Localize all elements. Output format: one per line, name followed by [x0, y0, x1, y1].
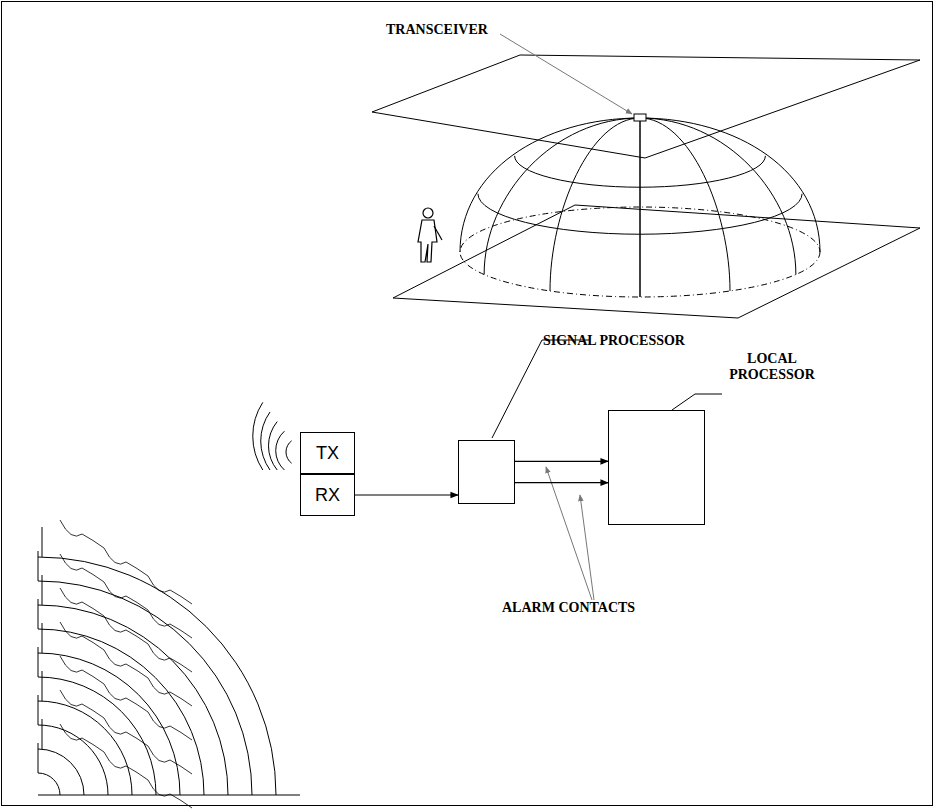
person-figure — [418, 208, 442, 262]
signal-line — [355, 494, 458, 495]
signal-line — [515, 461, 608, 462]
callout-label: ALARM CONTACTS — [502, 600, 635, 616]
leader-line — [500, 34, 632, 114]
leader-line — [672, 394, 722, 410]
leader-line — [580, 495, 594, 600]
signal-line — [515, 482, 608, 483]
processor-box: SIGNAL PROCESSOR — [458, 440, 515, 504]
box-label: RX — [301, 475, 354, 515]
processor-box: LOCAL PROCESSOR — [608, 410, 705, 525]
ground-plane — [393, 205, 920, 318]
part-label: LOCAL PROCESSOR — [717, 351, 827, 383]
part-label: SIGNAL PROCESSOR — [543, 333, 685, 349]
transceiver-box: RX — [300, 474, 355, 516]
transceiver-unit — [634, 114, 646, 121]
leader-line — [492, 340, 590, 438]
box-label: TX — [301, 433, 354, 473]
callout-label: TRANSCEIVER — [386, 22, 488, 38]
radio-waves — [38, 402, 300, 808]
dome — [460, 118, 820, 297]
transceiver-box: TX — [300, 432, 355, 474]
upper-plane — [372, 55, 920, 158]
